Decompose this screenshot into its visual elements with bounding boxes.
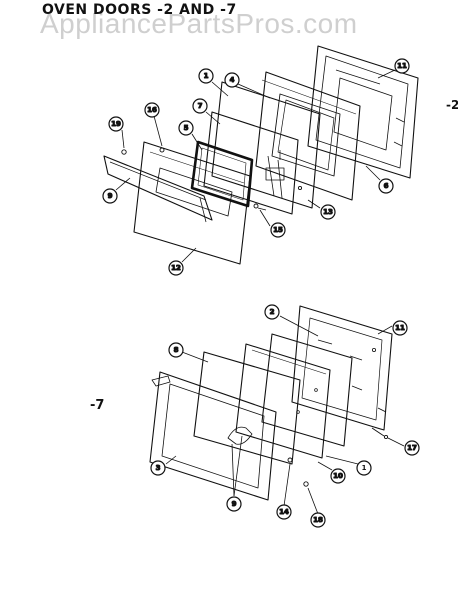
svg-text:7: 7: [198, 102, 203, 110]
insulation-7: [193, 351, 301, 465]
svg-text:3: 3: [156, 464, 161, 472]
callout-4-top: 4: [224, 72, 240, 88]
callout-2-bottom: 2: [264, 304, 280, 320]
diagram-title: OVEN DOORS -2 AND -7: [42, 2, 237, 18]
svg-text:10: 10: [333, 472, 343, 480]
callout-1-top: 1: [198, 68, 214, 84]
bottom-leader-lines: [165, 315, 405, 515]
callout-9-top: 9: [102, 188, 118, 204]
svg-text:8: 8: [174, 346, 179, 354]
svg-text:4: 4: [230, 76, 235, 84]
svg-text:15: 15: [273, 226, 283, 234]
callout-17-bottom: 17: [404, 440, 420, 456]
insulation-panel: [203, 111, 299, 215]
callout-18-bottom: 18: [310, 512, 326, 528]
bottom-small-parts: [287, 427, 389, 487]
callout-group: 11 1 4 16 7 19 5 9 6 13 15 12 2 11 8 7 1…: [102, 58, 420, 528]
callout-7-top: 7: [192, 98, 208, 114]
outer-door: [133, 141, 251, 265]
rear-door-panel: [307, 45, 419, 179]
svg-text:5: 5: [184, 124, 189, 132]
callout-3-bottom: 3: [150, 460, 166, 476]
top-leader-lines: [115, 69, 396, 263]
callout-14-bottom: 14: [276, 504, 292, 520]
callout-9-bottom: 9: [226, 496, 242, 512]
svg-text:11: 11: [397, 62, 407, 70]
callout-6-top: 6: [378, 178, 394, 194]
svg-text:18: 18: [313, 516, 323, 524]
callout-16-top: 16: [144, 102, 160, 118]
svg-text:9: 9: [232, 500, 237, 508]
callout-11-top: 11: [394, 58, 410, 74]
svg-text:6: 6: [384, 182, 389, 190]
svg-text:13: 13: [323, 208, 333, 216]
door-handle: [103, 155, 213, 223]
svg-text:12: 12: [171, 264, 181, 272]
callout-1-bottom-label: 1: [362, 464, 367, 472]
door-frame-7: [149, 371, 277, 501]
callout-13-top: 13: [320, 204, 336, 220]
callout-15-top: 15: [270, 222, 286, 238]
rear-panel-7: [291, 305, 393, 431]
glass-pane: [211, 81, 321, 209]
svg-text:19: 19: [111, 120, 121, 128]
inner-panel-7: [235, 343, 331, 459]
trim-strip-7: [151, 375, 253, 445]
callout-8-bottom: 8: [168, 342, 184, 358]
door-gasket: [190, 140, 254, 208]
svg-text:11: 11: [395, 324, 405, 332]
callout-19-top: 19: [108, 116, 124, 132]
svg-text:2: 2: [270, 308, 275, 316]
svg-text:17: 17: [407, 444, 417, 452]
svg-text:9: 9: [108, 192, 113, 200]
top-small-parts: [121, 147, 303, 211]
callout-10-bottom: 10: [330, 468, 346, 484]
edge-label: -2: [446, 98, 458, 112]
svg-text:16: 16: [147, 106, 157, 114]
watermark-text: AppliancePartsPros.com: [40, 8, 358, 39]
callout-11-bottom: 11: [392, 320, 408, 336]
callout-12-top: 12: [168, 260, 184, 276]
section-label-7: -7: [90, 398, 105, 413]
svg-text:14: 14: [279, 508, 289, 516]
svg-text:1: 1: [204, 72, 209, 80]
callout-5-top: 5: [178, 120, 194, 136]
